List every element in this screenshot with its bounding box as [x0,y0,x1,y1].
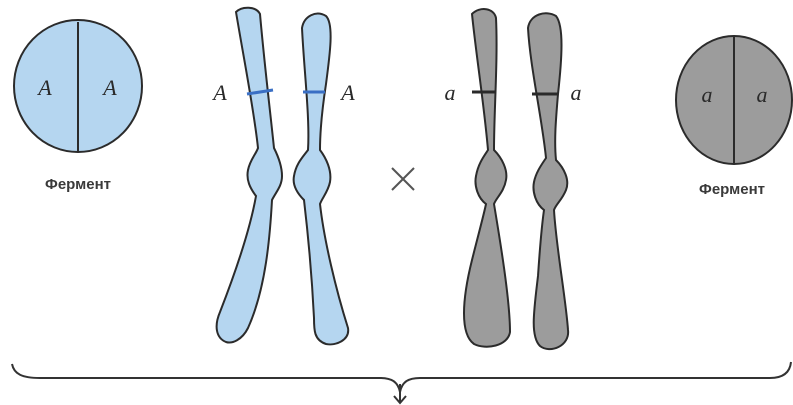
right-enzyme-allele-1: a [702,82,713,107]
right-enzyme: a a [676,36,792,164]
left-chromosome-2 [294,14,349,345]
left-enzyme: A A [14,20,142,152]
right-chromosome-pair: a a [445,9,582,349]
brace-with-down-arrow-icon [12,362,791,403]
left-chromosome-allele-1: A [211,80,227,105]
left-chromosome-allele-2: A [339,80,355,105]
right-enzyme-allele-2: a [757,82,768,107]
right-chromosome-allele-1: a [445,80,456,105]
left-chromosome-pair: A A [211,8,355,345]
cross-symbol [392,168,414,190]
left-enzyme-label: Фермент [45,176,111,193]
left-enzyme-allele-2: A [101,75,117,100]
right-enzyme-label: Фермент [699,181,765,198]
left-chromosome-1 [217,8,282,343]
right-chromosome-2 [528,13,568,349]
right-chromosome-1 [464,9,510,347]
right-chromosome-allele-2: a [571,80,582,105]
left-enzyme-allele-1: A [36,75,52,100]
